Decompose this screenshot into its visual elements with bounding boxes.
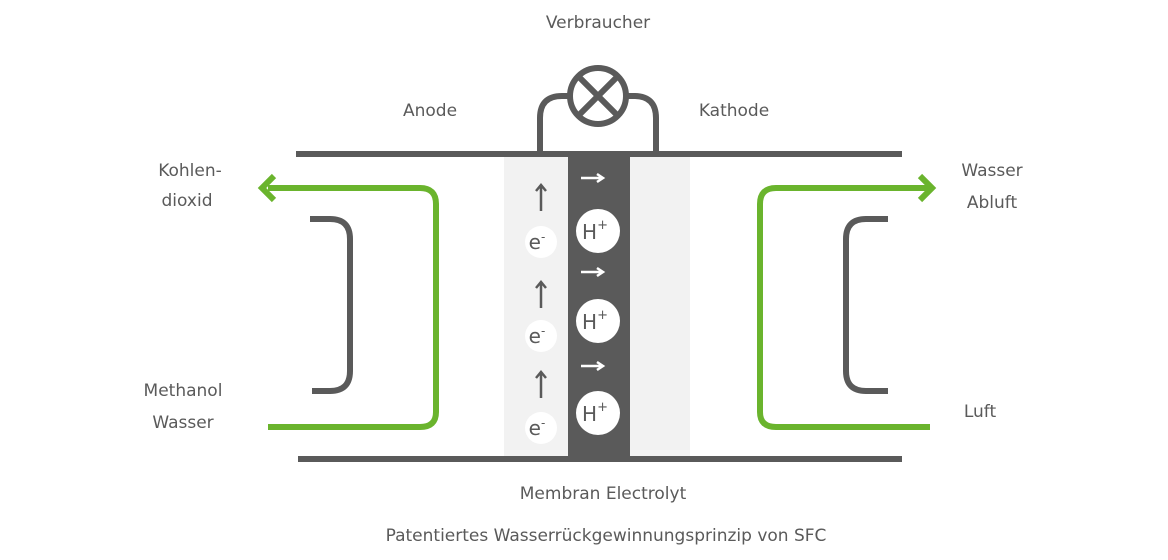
electron-circle xyxy=(525,412,557,444)
proton-arrow-icon xyxy=(581,266,606,278)
top-electrode-bar xyxy=(296,151,902,157)
electron-arrow-icon xyxy=(535,183,547,211)
anode-flow-line xyxy=(268,185,439,430)
fuel-label-line2: Wasser xyxy=(152,413,213,433)
cathode-bracket xyxy=(843,216,888,394)
co2-arrow-icon xyxy=(257,173,277,203)
exhaust-arrow-icon xyxy=(917,173,937,203)
particle-row: e-H+ xyxy=(525,172,620,258)
cathode-panel xyxy=(630,157,690,456)
exhaust-label-line1: Wasser xyxy=(961,161,1022,181)
proton-circle xyxy=(576,299,620,343)
circuit-wire xyxy=(537,93,659,152)
electron-circle xyxy=(525,320,557,352)
exhaust-label-line2: Abluft xyxy=(967,193,1018,213)
anode-panel xyxy=(504,157,570,456)
co2-label-line2: dioxid xyxy=(162,191,213,211)
proton-circle xyxy=(576,209,620,253)
anode-label: Anode xyxy=(403,101,457,121)
bottom-electrode-bar xyxy=(298,456,902,462)
air-label: Luft xyxy=(964,402,997,422)
electron-circle xyxy=(525,226,557,258)
proton-arrow-icon xyxy=(581,360,606,372)
electron-arrow-icon xyxy=(535,280,547,308)
proton-circle xyxy=(576,391,620,435)
anode-bracket xyxy=(310,216,353,394)
cathode-label: Kathode xyxy=(699,101,769,121)
particle-row: e-H+ xyxy=(525,266,620,352)
co2-label-line1: Kohlen- xyxy=(158,161,222,181)
membrane-label: Membran Electrolyt xyxy=(520,484,687,504)
caption: Patentiertes Wasserrückgewinnungsprinzip… xyxy=(386,526,827,546)
lamp-icon xyxy=(567,65,629,127)
particle-row: e-H+ xyxy=(525,360,620,444)
fuel-label-line1: Methanol xyxy=(144,381,223,401)
electron-arrow-icon xyxy=(535,370,547,398)
proton-arrow-icon xyxy=(581,172,606,184)
cathode-flow-line xyxy=(757,185,930,430)
consumer-label: Verbraucher xyxy=(546,13,650,33)
